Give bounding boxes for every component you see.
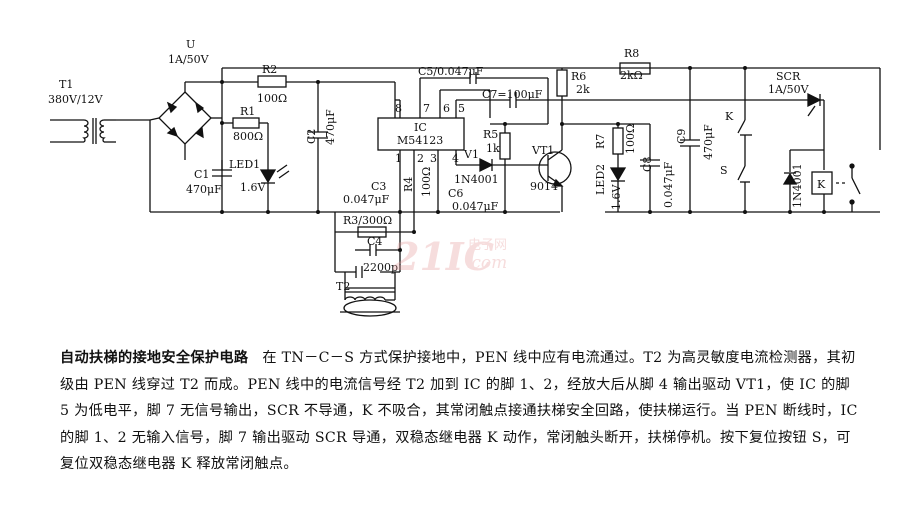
r3-label: R3/300Ω	[343, 214, 392, 227]
r8-value: 2kΩ	[620, 69, 643, 82]
s-name: S	[720, 164, 728, 177]
c9-value: 470μF	[702, 124, 715, 160]
r7-value: 100Ω	[624, 124, 637, 154]
r8-name: R8	[624, 47, 639, 60]
r6-name: R6	[571, 70, 586, 83]
c5-label: C5/0.047μF	[418, 65, 484, 78]
r1-value: 800Ω	[233, 130, 263, 143]
bridge-rectifier-u-symbol	[116, 82, 222, 160]
r4-value: 100Ω	[420, 167, 433, 197]
c9-name: C9	[675, 129, 688, 144]
c4-name: C4	[367, 235, 382, 248]
v1-part: 1N4001	[454, 173, 499, 186]
c4-value: 2200p	[363, 261, 398, 274]
c7-label: C7=100μF	[482, 88, 543, 101]
ic-part: M54123	[397, 134, 443, 147]
relay-k-name: K	[817, 178, 826, 191]
led1-value: 1.6V	[240, 181, 266, 194]
ic-pin-5: 5	[458, 102, 465, 115]
circuit-schematic: T1 380V/12V U 1A/50V R2 100Ω R1 800Ω LED…	[48, 38, 881, 317]
k-contact-name: K	[725, 110, 734, 123]
ic-name: IC	[414, 121, 427, 134]
vt1-part: 9014	[530, 180, 558, 193]
caption: 自动扶梯的接地安全保护电路在 TN－C－S 方式保护接地中，PEN 线中应有电流…	[60, 345, 860, 478]
v1-name: V1	[463, 148, 479, 161]
r1-name: R1	[240, 105, 255, 118]
scr-name: SCR	[776, 70, 801, 83]
t1-name: T1	[59, 78, 73, 91]
ic-pin-7: 7	[423, 102, 430, 115]
watermark-main: 21IC	[392, 234, 494, 279]
ic-pin-8: 8	[395, 102, 402, 115]
ic-pin-3: 3	[430, 152, 437, 165]
c1-name: C1	[194, 168, 209, 181]
watermark: 21IC 电子网 .com	[392, 234, 507, 279]
watermark-domain: .com	[466, 253, 507, 273]
r5-value: 1k	[486, 142, 500, 155]
t1-rating: 380V/12V	[48, 93, 104, 106]
ic-pin-1: 1	[395, 152, 402, 165]
c1-value: 470μF	[186, 183, 222, 196]
watermark-sub: 电子网	[468, 238, 507, 253]
t2-name: T2	[336, 280, 350, 293]
transformer-t1-symbol	[50, 118, 116, 144]
d2-part: 1N4001	[791, 163, 804, 208]
r4-name: R4	[402, 177, 415, 192]
r5-name: R5	[483, 128, 498, 141]
ic-pin-4: 4	[452, 152, 459, 165]
c8-value: 0.047μF	[662, 161, 675, 208]
c2-value: 470μF	[324, 109, 337, 145]
led1-name: LED1	[229, 158, 260, 171]
scr-rating: 1A/50V	[768, 83, 810, 96]
u-name: U	[186, 38, 195, 51]
vt1-name: VT1	[531, 144, 554, 157]
c6-value: 0.047μF	[452, 200, 499, 213]
c2-name: C2	[305, 129, 318, 144]
caption-title: 自动扶梯的接地安全保护电路	[60, 350, 249, 366]
ic-pin-6: 6	[443, 102, 450, 115]
c3-value: 0.047μF	[343, 193, 390, 206]
led2-name: LED2	[594, 164, 607, 195]
r2-value: 100Ω	[257, 92, 287, 105]
r2-name: R2	[262, 63, 277, 76]
ic-pin-2: 2	[417, 152, 424, 165]
c6-name: C6	[448, 187, 463, 200]
r6-value: 2k	[576, 83, 590, 96]
r7-name: R7	[594, 134, 607, 149]
u-rating: 1A/50V	[168, 53, 210, 66]
c8-name: C8	[641, 157, 654, 172]
caption-body: 在 TN－C－S 方式保护接地中，PEN 线中应有电流通过。T2 为高灵敏度电流…	[60, 350, 858, 472]
c3-name: C3	[371, 180, 386, 193]
led2-value: 1.6V	[610, 184, 623, 210]
